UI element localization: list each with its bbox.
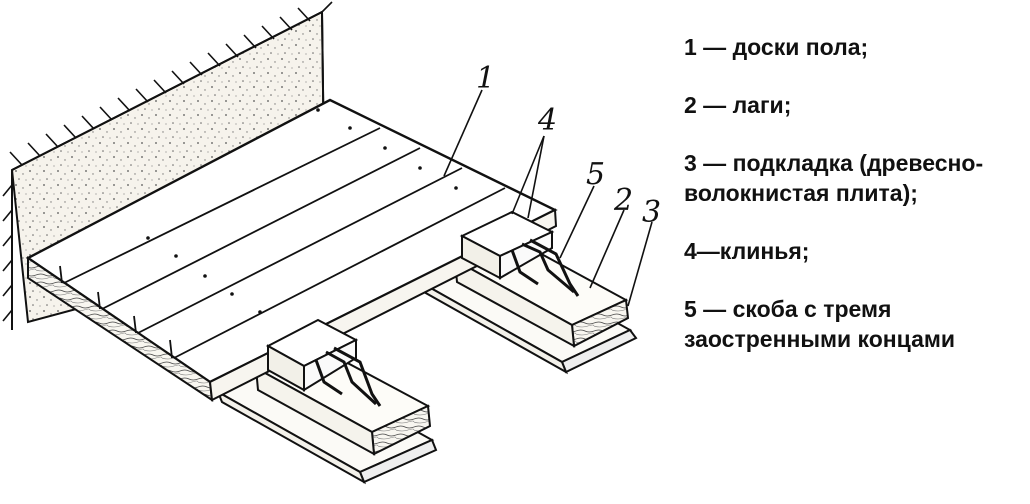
- callout-5: 5: [586, 157, 605, 192]
- bracket-back: [510, 238, 580, 297]
- bracket-front: [314, 346, 382, 407]
- legend-line: 1 — доски пола;: [684, 34, 869, 60]
- legend-line: 3 — подкладка (древесно-: [684, 150, 984, 176]
- joist-back: [417, 236, 638, 375]
- callout-1: 1: [476, 61, 495, 96]
- legend-item-2: 2 — лаги;: [684, 90, 1024, 120]
- legend-line: волокнистая плита);: [684, 180, 918, 206]
- nail-dots: [146, 108, 458, 314]
- leader-lines: [443, 89, 653, 307]
- wall-hatching: [2, 1, 333, 322]
- wedges-back: [459, 210, 555, 280]
- legend-line: 4—клинья;: [684, 238, 810, 264]
- callout-3: 3: [642, 195, 660, 230]
- legend-line: 5 — скоба с тремя: [684, 296, 892, 322]
- floor-construction-drawing: 1 2 3 4 5: [2, 1, 660, 485]
- legend-line: 2 — лаги;: [684, 92, 792, 118]
- legend-item-1: 1 — доски пола;: [684, 32, 1024, 62]
- callout-4: 4: [537, 103, 557, 138]
- legend-line: заостренными концами: [684, 326, 956, 352]
- legend-item-3: 3 — подкладка (древесно- волокнистая пли…: [684, 148, 1024, 208]
- legend-item-4: 4—клинья;: [684, 236, 1024, 266]
- legend-item-5: 5 — скоба с тремя заостренными концами: [684, 294, 1024, 354]
- legend: 1 — доски пола; 2 — лаги; 3 — подкладка …: [684, 32, 1024, 382]
- callout-2: 2: [613, 183, 633, 218]
